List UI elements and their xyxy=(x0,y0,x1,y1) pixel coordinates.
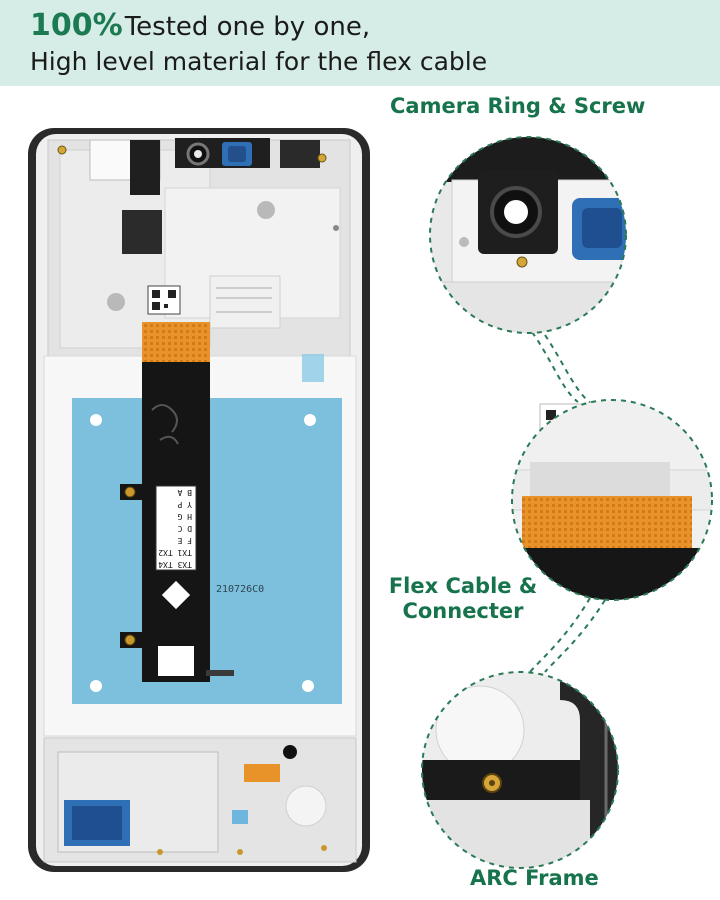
detail-camera-ring xyxy=(429,136,627,334)
flex-table-row: D C xyxy=(177,524,192,533)
header-line-1: 100%Tested one by one, xyxy=(30,8,370,43)
callout-flex-cable: Flex Cable & Connecter xyxy=(378,574,548,624)
flex-table-row: H G xyxy=(177,512,192,521)
callout-flex-line-1: Flex Cable & xyxy=(388,574,538,598)
header-line-2: High level material for the flex cable xyxy=(30,47,488,76)
header-line-1-text: Tested one by one, xyxy=(124,12,371,42)
header-banner: 100%Tested one by one, High level materi… xyxy=(0,0,720,86)
board-code: 210726C0 xyxy=(216,584,264,595)
highlight-percent: 100% xyxy=(30,8,123,43)
callout-connectors xyxy=(529,331,606,673)
detail-flex-cable xyxy=(511,399,713,601)
flex-table-row: Y P xyxy=(177,500,192,509)
flex-table-row: F E xyxy=(177,536,192,545)
flex-table-row: TX1 TX2 xyxy=(158,548,192,557)
flex-table: TX3 TX4 TX1 TX2 F E D C H G Y P B A xyxy=(158,488,192,569)
callout-camera-ring: Camera Ring & Screw xyxy=(390,94,646,118)
detail-arc-frame xyxy=(421,671,619,869)
flex-table-row: TX3 TX4 xyxy=(158,560,192,569)
callout-arc-frame: ARC Frame xyxy=(470,866,599,890)
flex-table-row: B A xyxy=(177,488,192,497)
phone-frame: 210726C0 TX3 TX4 TX1 TX2 F E D C H G Y P… xyxy=(28,128,370,872)
callout-flex-line-2: Connecter xyxy=(402,599,524,623)
